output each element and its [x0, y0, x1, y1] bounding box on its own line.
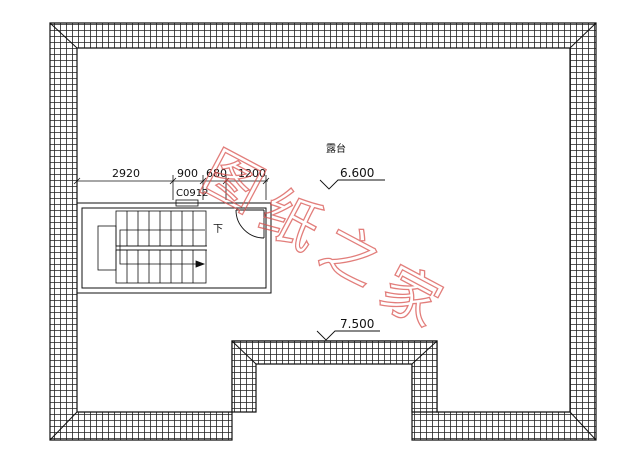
- dimension-680: 680: [206, 167, 227, 180]
- dimension-1200: 1200: [238, 167, 266, 180]
- stair-direction-label: 下: [213, 224, 223, 235]
- dimension-line: [73, 175, 270, 200]
- watermark: 图 纸 之 家: [190, 137, 453, 341]
- door-swing: [235, 209, 265, 239]
- dimension-2920: 2920: [112, 167, 140, 180]
- level-upper-value: 6.600: [340, 166, 374, 180]
- window-code: C0912: [176, 188, 208, 199]
- level-marker-lower: [316, 330, 380, 341]
- dimension-900: 900: [177, 167, 198, 180]
- stair-flights: [97, 210, 207, 284]
- watermark-char-4: 家: [369, 253, 452, 340]
- roof-tile-border: [49, 22, 597, 441]
- corner-lines: [49, 22, 597, 441]
- level-marker-upper: [319, 179, 385, 190]
- watermark-char-3: 之: [309, 212, 392, 299]
- notch-tile-border: [231, 340, 438, 413]
- stair-enclosure: [76, 202, 272, 294]
- terrace-label: 露台: [326, 142, 346, 155]
- level-lower-value: 7.500: [340, 317, 374, 331]
